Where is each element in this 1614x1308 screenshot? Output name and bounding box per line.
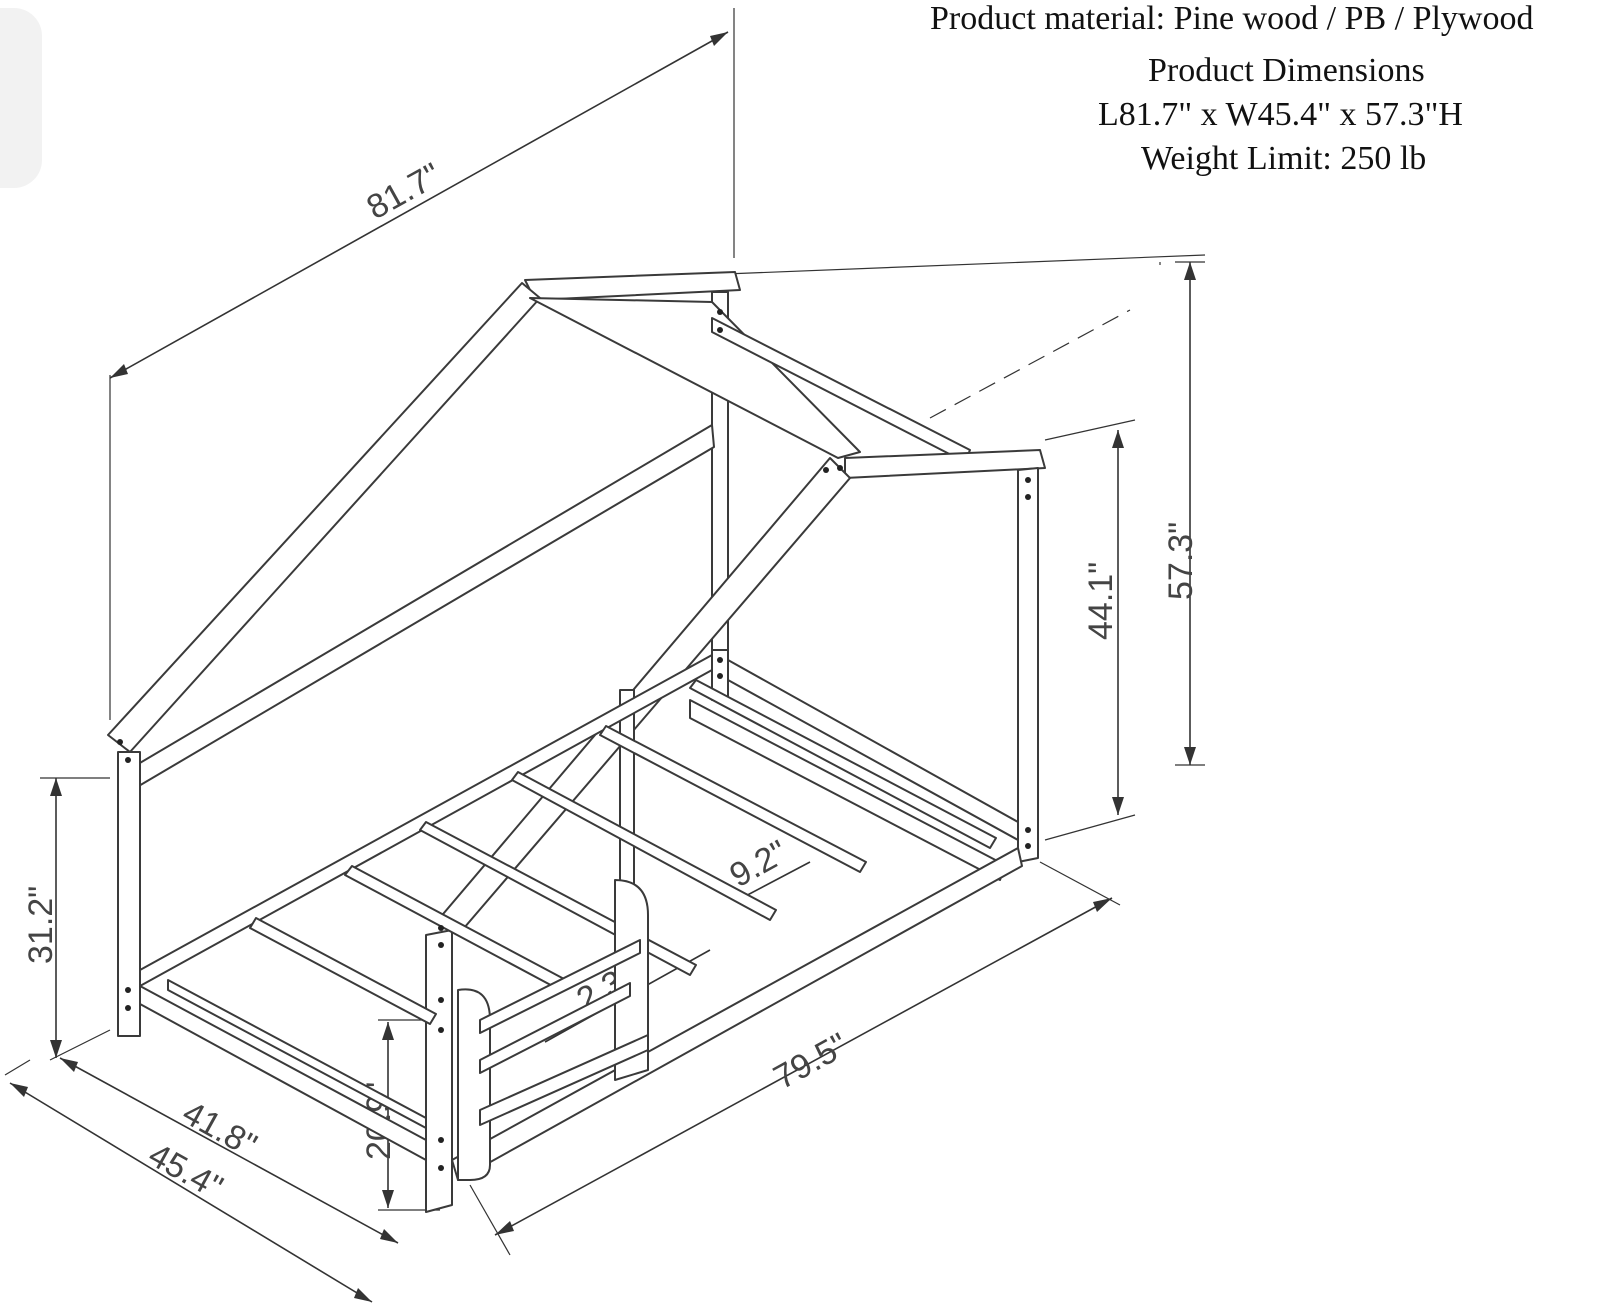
inner-length-dimension: 79.5": [469, 861, 1121, 1256]
inner-length-label: 79.5": [767, 1026, 854, 1097]
leg-height-dimension: 31.2": [22, 777, 110, 1058]
total-height-label: 57.3": [1162, 522, 1200, 600]
bed-frame: [107, 271, 1046, 1213]
total-height-dimension: 57.3": [699, 254, 1206, 766]
side-height-label: 44.1": [1082, 562, 1120, 640]
side-height-dimension: 44.1": [929, 309, 1136, 841]
side-panel-tab: [0, 8, 42, 188]
length-label: 81.7": [360, 156, 447, 227]
material-spec: Product material: Pine wood / PB / Plywo…: [930, 0, 1534, 37]
leg-height-label: 31.2": [22, 886, 60, 964]
weight-limit-spec: Weight Limit: 250 lb: [1141, 140, 1427, 177]
dimensions-title: Product Dimensions: [1148, 52, 1425, 89]
slat-gap-label: 9.2": [723, 833, 793, 895]
dimensions-spec: L81.7" x W45.4" x 57.3"H: [1098, 96, 1463, 133]
inner-width-dimension: 41.8": [49, 1029, 399, 1244]
